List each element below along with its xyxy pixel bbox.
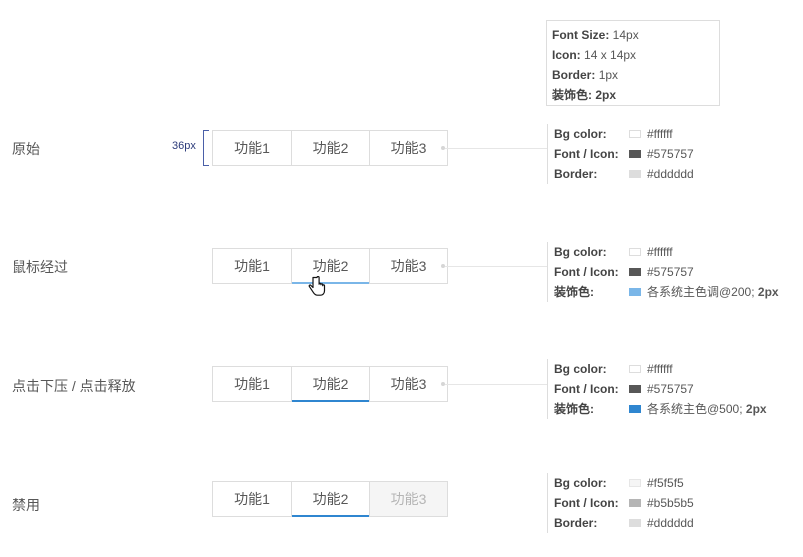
segment-button-1[interactable]: 功能1 [212,248,292,284]
connector-line [445,148,547,149]
border-key: Border: [552,68,596,82]
segment-button-3[interactable]: 功能3 [369,366,448,402]
spec-key: Bg color: [554,362,607,376]
color-swatch [629,405,641,413]
spec-key: Font / Icon: [554,265,619,279]
spec-value-bold: 2px [745,402,767,416]
spec-value: #dddddd [647,167,694,181]
spec-list-disabled: Bg color: #f5f5f5 Font / Icon: #b5b5b5 Bor… [547,473,694,533]
spec-value-bold: 2px [757,285,779,299]
state-label-pressed: 点击下压 / 点击释放 [12,378,136,394]
spec-value: 各系统主色调@200; [647,285,755,299]
spec-summary-box: Font Size: 14px Icon: 14 x 14px Border: … [546,20,720,106]
spec-value: #575757 [647,147,694,161]
spec-key: 装饰色: [554,402,594,416]
spec-key: Font / Icon: [554,496,619,510]
connector-dot [441,264,445,268]
icon-key: Icon: [552,48,581,62]
spec-list-normal: Bg color: #ffffff Font / Icon: #575757 Bor… [547,124,694,184]
spec-key: Bg color: [554,127,607,141]
spec-value: #ffffff [647,245,673,259]
segment-label: 功能2 [312,491,349,507]
spec-key: Bg color: [554,476,607,490]
segmented-control-normal: 功能1 功能2 功能3 [212,130,450,166]
segment-button-2-selected[interactable]: 功能2 [291,481,370,517]
deco-value: 2px [595,88,617,102]
segment-button-2[interactable]: 功能2 [291,130,370,166]
border-value: 1px [598,68,619,82]
color-swatch [629,288,641,296]
segment-label: 功能2 [312,140,349,156]
color-swatch [629,365,641,373]
spec-key: Border: [554,516,598,530]
segment-button-2-hovered[interactable]: 功能2 [291,248,370,284]
spec-value: #f5f5f5 [647,476,684,490]
segment-label: 功能3 [390,258,427,274]
spec-key: Font / Icon: [554,382,619,396]
state-label-hover: 鼠标经过 [12,259,68,275]
icon-value: 14 x 14px [584,48,637,62]
segment-label: 功能3 [390,140,427,156]
segment-button-2-selected[interactable]: 功能2 [291,366,370,402]
connector-line [445,384,547,385]
spec-key: Font / Icon: [554,147,619,161]
spec-value: 各系统主色@500; [647,402,743,416]
color-swatch [629,499,641,507]
spec-value: #ffffff [647,127,673,141]
segment-button-3-disabled: 功能3 [369,481,448,517]
segment-button-1[interactable]: 功能1 [212,366,292,402]
color-swatch [629,479,641,487]
color-swatch [629,170,641,178]
connector-dot [441,146,445,150]
spec-value: #dddddd [647,516,694,530]
segment-button-1[interactable]: 功能1 [212,130,292,166]
color-swatch [629,150,641,158]
spec-list-pressed: Bg color: #ffffff Font / Icon: #575757 装饰色… [547,359,767,419]
color-swatch [629,385,641,393]
spec-key: 装饰色: [554,285,594,299]
spec-key: Border: [554,167,598,181]
spec-value: #575757 [647,382,694,396]
state-label-disabled: 禁用 [12,497,40,513]
segment-label: 功能3 [390,376,427,392]
segment-label: 功能1 [234,140,270,156]
segmented-control-hover: 功能1 功能2 功能3 [212,248,450,284]
color-swatch [629,519,641,527]
font-size-key: Font Size: [552,28,610,42]
segment-label: 功能1 [234,376,270,392]
hand-cursor-icon [308,276,326,296]
connector-dot [441,382,445,386]
color-swatch [629,130,641,138]
segment-label: 功能1 [234,491,270,507]
spec-value: #575757 [647,265,694,279]
connector-line [445,266,547,267]
segment-label: 功能3 [390,491,427,507]
segment-label: 功能2 [312,376,349,392]
spec-value: #b5b5b5 [647,496,694,510]
color-swatch [629,268,641,276]
segment-button-1[interactable]: 功能1 [212,481,292,517]
segmented-control-disabled: 功能1 功能2 功能3 [212,481,450,517]
height-dimension-label: 36px [172,140,196,152]
deco-key: 装饰色: [552,88,592,102]
segment-label: 功能2 [312,258,349,274]
spec-value: #ffffff [647,362,673,376]
segment-button-3[interactable]: 功能3 [369,248,448,284]
state-label-normal: 原始 [12,141,40,157]
color-swatch [629,248,641,256]
segment-label: 功能1 [234,258,270,274]
segmented-control-pressed: 功能1 功能2 功能3 [212,366,450,402]
spec-list-hover: Bg color: #ffffff Font / Icon: #575757 装饰色… [547,242,779,302]
height-dimension-bracket [203,130,209,166]
segment-button-3[interactable]: 功能3 [369,130,448,166]
font-size-value: 14px [612,28,639,42]
spec-key: Bg color: [554,245,607,259]
